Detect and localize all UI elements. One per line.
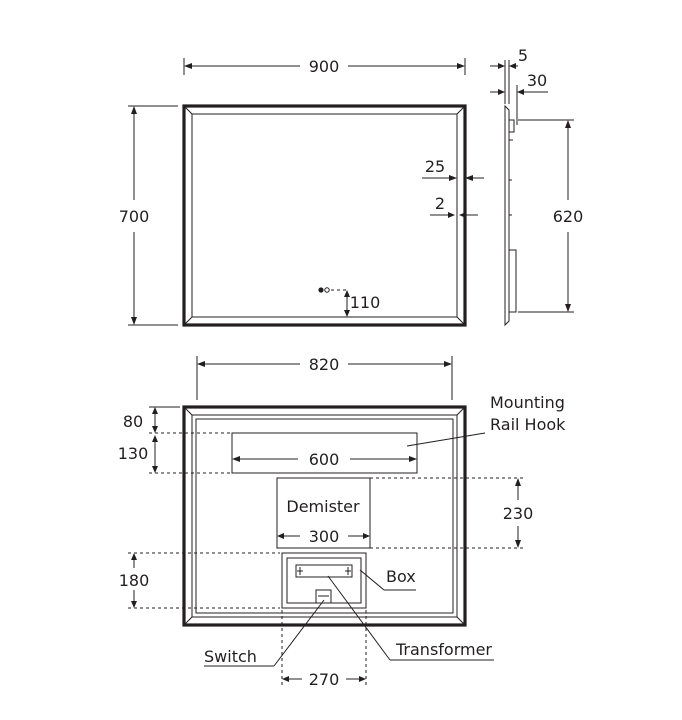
side-view: 5 30 620 — [490, 46, 584, 327]
switch — [315, 589, 332, 604]
front-outer-frame — [182, 104, 467, 327]
demister-height-dimension: 230 — [370, 477, 534, 549]
transformer-label: Transformer — [395, 640, 492, 659]
box-label: Box — [386, 567, 416, 586]
mounting-rail — [231, 432, 418, 474]
demister-height-label: 230 — [503, 504, 534, 523]
sensor-icon — [318, 287, 324, 293]
switch-label: Switch — [204, 647, 257, 666]
inner-gap-dimension: 2 — [430, 194, 478, 218]
sensor-dimension: 110 — [318, 287, 380, 317]
frame-width-label: 25 — [425, 157, 445, 176]
rail-height-label: 130 — [118, 444, 149, 463]
front-height-dimension: 700 — [119, 105, 178, 326]
box-width-label: 270 — [309, 670, 340, 689]
front-height-label: 700 — [119, 207, 150, 226]
side-thickness-30-dimension: 30 — [490, 71, 548, 125]
demister-label: Demister — [286, 497, 360, 516]
top-gap-dimension: 80 130 — [118, 406, 230, 474]
rear-view: 820 Mounting Rail Hook 600 80 130 — [118, 355, 566, 689]
mounting-label-line1: Mounting — [490, 393, 565, 412]
demister-pad — [276, 477, 371, 549]
box-offset-label: 180 — [119, 571, 150, 590]
side-thickness-5-label: 5 — [518, 46, 528, 65]
demister-width-dimension: 300 — [277, 527, 370, 546]
demister-width-label: 300 — [309, 527, 340, 546]
rear-inner-frame — [191, 414, 458, 618]
sensor-ring-icon — [324, 287, 330, 293]
front-width-label: 900 — [309, 57, 340, 76]
inner-gap-label: 2 — [435, 194, 445, 213]
rear-outer-frame — [182, 405, 467, 627]
electrical-box — [281, 552, 367, 609]
mounting-label-line2: Rail Hook — [490, 415, 566, 434]
side-profile — [504, 104, 510, 327]
rear-width-dimension: 820 — [196, 355, 453, 400]
sensor-offset-label: 110 — [350, 293, 381, 312]
box-offset-dimension: 180 — [119, 552, 280, 609]
rail-width-dimension: 600 — [232, 450, 417, 469]
side-thickness-30-label: 30 — [527, 71, 547, 90]
hook-span-dimension: 620 — [518, 119, 584, 313]
front-view: 900 700 25 2 — [119, 57, 484, 327]
hook-span-label: 620 — [553, 207, 584, 226]
rear-width-label: 820 — [309, 355, 340, 374]
top-gap-label: 80 — [123, 412, 143, 431]
rail-width-label: 600 — [309, 450, 340, 469]
side-thickness-5-dimension: 5 — [490, 46, 528, 104]
front-inner-frame — [191, 113, 458, 318]
front-width-dimension: 900 — [183, 57, 466, 76]
box-width-dimension: 270 — [281, 610, 367, 689]
frame-width-dimension: 25 — [422, 157, 484, 181]
transformer — [295, 564, 353, 578]
